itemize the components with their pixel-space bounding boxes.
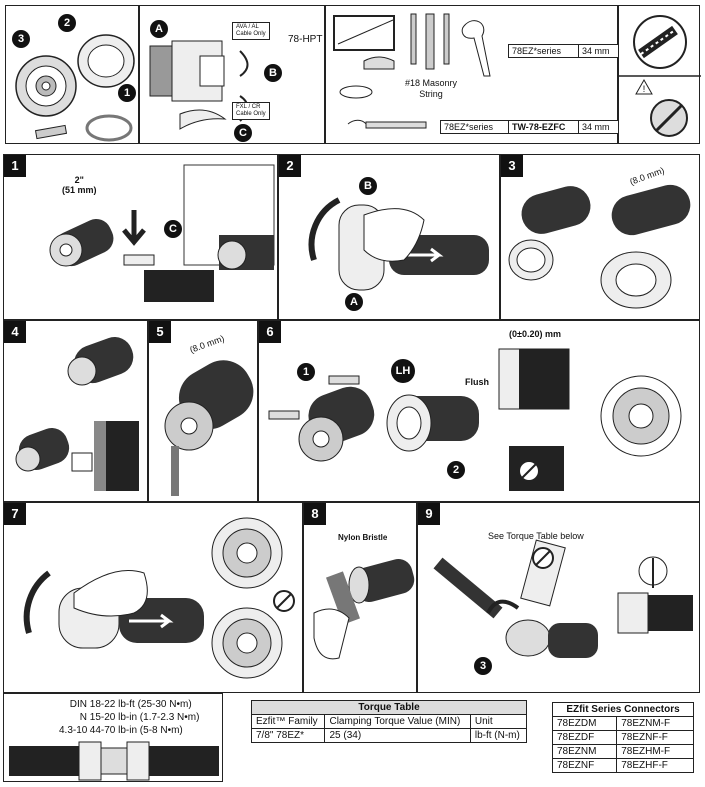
torque-note: See Torque Table below <box>488 531 584 541</box>
connector-code: 78EZDF <box>551 730 618 745</box>
connectors-grid: EZfit Series Connectors 78EZDM 78EZNM-F … <box>551 702 694 773</box>
step-8-illustration <box>313 558 415 660</box>
step-3-illustration <box>508 184 691 309</box>
connector-code: 78EZHM-F <box>616 744 694 759</box>
tools-required-panel: 78EZ*series 34 mm #18 Masonry String 78E… <box>325 5 619 144</box>
table-row: 78EZNM 78EZHM-F <box>551 744 694 759</box>
header-value: Clamping Torque Value (MIN) <box>324 714 471 729</box>
callout-lh: LH <box>391 359 415 383</box>
callout-2: 2 <box>447 461 465 479</box>
step-number: 4 <box>4 321 26 343</box>
step-5-panel: 5 (8.0 mm) <box>148 320 258 502</box>
step-number: 2 <box>279 155 301 177</box>
spec-type: 4.3-10 <box>59 725 88 736</box>
connector-torque-panel: DIN 18-22 lb-ft (25-30 N•m) N 15-20 lb-i… <box>3 693 223 782</box>
header-unit: Unit <box>469 714 528 729</box>
step-4-illustration <box>15 337 139 491</box>
step-1-callout: C <box>164 220 182 238</box>
step-6-panel: 6 1 LH 2 (0±0.20) mm Flush <box>258 320 700 502</box>
fxl-cr-label: FXL / CR Cable Only <box>232 102 270 120</box>
step-6-dim: (0±0.20) mm <box>509 329 561 339</box>
series-label: 78EZ*series <box>508 44 582 58</box>
svg-text:!: ! <box>643 84 646 94</box>
step-2-illustration <box>308 197 489 291</box>
torque-spec-din: DIN 18-22 lb-ft (25-30 N•m) <box>59 699 192 710</box>
step-4-panel: 4 <box>3 320 148 502</box>
header-family: Ezfit™ Family <box>250 714 326 729</box>
torque-spec-43-10: 4.3-10 44-70 lb-in (5-8 N•m) <box>59 725 183 736</box>
spec-value: 18-22 lb-ft (25-30 N•m) <box>89 699 192 710</box>
connector-code: 78EZNF <box>551 758 618 773</box>
table-row: 78EZDM 78EZNM-F <box>551 716 694 731</box>
tool-name: TW-78-EZFC <box>508 120 582 134</box>
step-7-illustration <box>23 517 295 679</box>
step-8-panel: 8 Nylon Bristle <box>303 502 417 693</box>
step-1-panel: 1 2" (51 mm) C <box>3 154 278 320</box>
spec-value: 15-20 lb-in (1.7-2.3 N•m) <box>89 712 200 723</box>
cell-value: 25 (34) <box>324 728 471 743</box>
ava-al-label: AVA / AL Cable Only <box>232 22 270 40</box>
series-label-2: 78EZ*series <box>440 120 510 134</box>
step-number: 6 <box>259 321 281 343</box>
step-number: 5 <box>149 321 171 343</box>
callout-3: 3 <box>12 30 30 48</box>
connector-code: 78EZNM-F <box>616 716 694 731</box>
callout-a: A <box>150 20 168 38</box>
step-9-illustration <box>433 539 693 658</box>
connector-code: 78EZNM <box>551 744 618 759</box>
callout-1: 1 <box>118 84 136 102</box>
step-2-panel: 2 B A <box>278 154 500 320</box>
step-number: 7 <box>4 503 26 525</box>
callout-b: B <box>359 177 377 195</box>
table-row: 78EZDF 78EZNF-F <box>551 730 694 745</box>
connector-code: 78EZDM <box>551 716 618 731</box>
callout-2: 2 <box>58 14 76 32</box>
step-1-dim: 2" (51 mm) <box>62 175 97 195</box>
size-label-2: 34 mm <box>578 120 619 134</box>
torque-table-grid: Torque Table Ezfit™ Family Clamping Torq… <box>250 700 528 743</box>
callout-3: 3 <box>474 657 492 675</box>
callout-a: A <box>345 293 363 311</box>
hand-tool-illustration <box>149 40 249 130</box>
connector-code: 78EZHF-F <box>616 758 694 773</box>
tool-panel: A AVA / AL Cable Only FXL / CR Cable Onl… <box>139 5 325 144</box>
step-number: 1 <box>4 155 26 177</box>
connector-assembly-illustration <box>9 741 219 781</box>
flush-label: Flush <box>465 377 489 387</box>
torque-spec-n: N 15-20 lb-in (1.7-2.3 N•m) <box>59 712 200 723</box>
torque-table-title: Torque Table <box>251 700 527 715</box>
string-note: #18 Masonry String <box>404 78 458 99</box>
step-3-panel: 3 (8.0 mm) <box>500 154 700 320</box>
step-5-illustration <box>164 360 254 496</box>
callout-c: C <box>234 124 252 142</box>
spec-type: N <box>79 712 87 723</box>
step-number: 8 <box>304 503 326 525</box>
size-label: 34 mm <box>578 44 619 58</box>
step-number: 9 <box>418 503 440 525</box>
connector-code: 78EZNF-F <box>616 730 694 745</box>
table-row: 78EZNF 78EZHF-F <box>551 758 694 773</box>
callout-b: B <box>264 64 282 82</box>
step-7-panel: 7 <box>3 502 303 693</box>
spec-value: 44-70 lb-in (5-8 N•m) <box>89 725 183 736</box>
parts-panel: 3 2 1 <box>5 5 139 144</box>
connectors-title: EZfit Series Connectors <box>552 702 694 717</box>
step-6-illustration <box>268 348 682 491</box>
tool-model: 78-HPT <box>288 34 323 45</box>
step-9-panel: 9 See Torque Table below 3 <box>417 502 700 693</box>
tools-illustration <box>333 13 491 129</box>
table-row: 7/8" 78EZ* 25 (34) lb-ft (N-m) <box>250 728 528 743</box>
warning-panel: ! <box>618 5 701 144</box>
spec-type: DIN <box>69 699 87 710</box>
step-number: 3 <box>501 155 523 177</box>
cell-family: 7/8" 78EZ* <box>250 728 326 743</box>
cell-unit: lb-ft (N-m) <box>469 728 528 743</box>
step-1-illustration <box>49 164 275 302</box>
nylon-bristle-label: Nylon Bristle <box>338 533 388 542</box>
connector-parts-illustration <box>15 34 135 142</box>
callout-1: 1 <box>297 363 315 381</box>
cable-icon: ! <box>619 15 701 137</box>
